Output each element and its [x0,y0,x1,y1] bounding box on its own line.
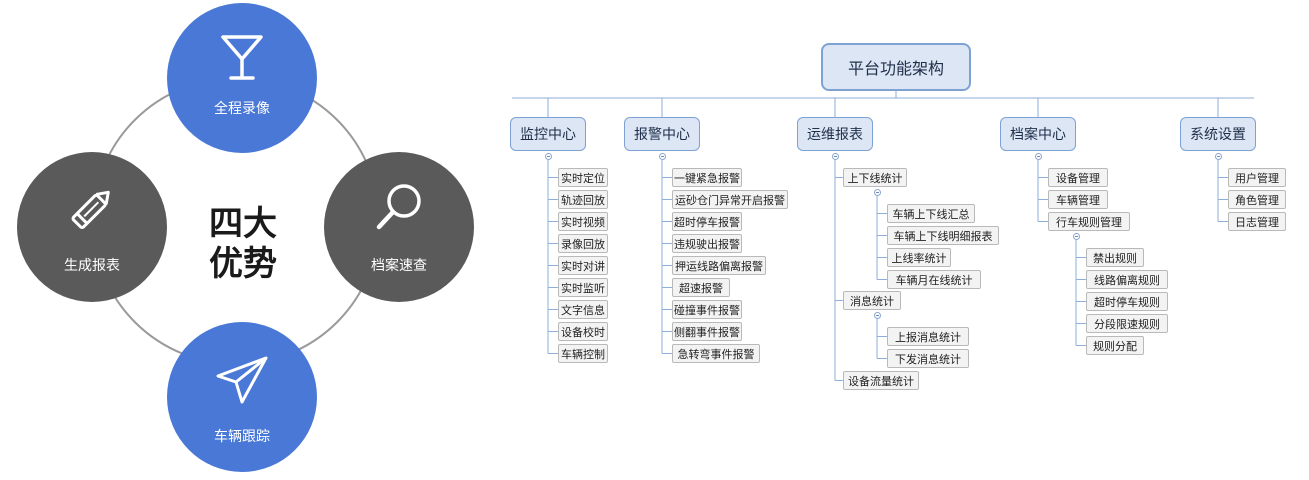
leaf-node: 超时停车报警 [672,212,742,231]
leaf-node: 设备校时 [558,322,608,341]
leaf-node: 用户管理 [1228,168,1286,187]
leaf-node: 规则分配 [1086,336,1144,355]
root-node: 平台功能架构 [821,43,971,91]
leaf-node: 实时视频 [558,212,608,231]
leaf-node: 设备流量统计 [843,371,919,390]
leaf-node: 轨迹回放 [558,190,608,209]
cycle-item-label: 生成报表 [64,258,120,274]
leaf-node: 车辆管理 [1048,190,1108,209]
collapse-toggle-icon[interactable] [1072,232,1080,240]
leaf-node: 押运线路偏离报警 [672,256,766,275]
branch-node: 运维报表 [797,117,873,151]
pencil-icon [71,190,110,230]
leaf-node: 录像回放 [558,234,608,253]
collapse-toggle-icon[interactable] [873,188,881,196]
leaf-node: 实时定位 [558,168,608,187]
cycle-item-archive: 档案速查 [324,152,474,302]
goblet-icon [221,35,263,80]
cycle-center-title: 四大 优势 [209,204,277,284]
leaf-node: 上线率统计 [887,248,951,267]
leaf-node: 超时停车规则 [1086,292,1168,311]
leaf-node: 角色管理 [1228,190,1286,209]
branch-node: 监控中心 [510,117,586,151]
cycle-item-label: 档案速查 [371,258,427,274]
paper-plane-icon [216,356,268,404]
leaf-node: 上下线统计 [843,168,907,187]
cycle-item-label: 全程录像 [214,101,270,117]
leaf-node: 侧翻事件报警 [672,322,742,341]
leaf-node: 车辆上下线汇总 [887,204,975,223]
cycle-item-recording: 全程录像 [167,3,317,153]
leaf-node: 消息统计 [843,291,901,310]
leaf-node: 分段限速规则 [1086,314,1168,333]
leaf-node: 车辆月在线统计 [887,270,981,289]
leaf-node: 行车规则管理 [1048,212,1130,231]
collapse-toggle-icon[interactable] [1034,152,1042,160]
leaf-node: 下发消息统计 [887,349,969,368]
leaf-node: 文字信息 [558,300,608,319]
leaf-node: 车辆控制 [558,344,608,363]
branch-node: 系统设置 [1180,117,1256,151]
leaf-node: 禁出规则 [1086,248,1144,267]
leaf-node: 超速报警 [672,278,730,297]
leaf-node: 碰撞事件报警 [672,300,742,319]
leaf-node: 车辆上下线明细报表 [887,226,999,245]
collapse-toggle-icon[interactable] [658,152,666,160]
branch-node: 档案中心 [1000,117,1076,151]
leaf-node: 线路偏离规则 [1086,270,1168,289]
leaf-node: 违规驶出报警 [672,234,742,253]
leaf-node: 实时对讲 [558,256,608,275]
cycle-item-label: 车辆跟踪 [214,429,270,445]
branch-node: 报警中心 [624,117,700,151]
leaf-node: 上报消息统计 [887,327,969,346]
collapse-toggle-icon[interactable] [1214,152,1222,160]
cycle-item-tracking: 车辆跟踪 [167,322,317,472]
leaf-node: 日志管理 [1228,212,1286,231]
collapse-toggle-icon[interactable] [831,152,839,160]
leaf-node: 一键紧急报警 [672,168,742,187]
leaf-node: 急转弯事件报警 [672,344,760,363]
cycle-item-report: 生成报表 [17,152,167,302]
leaf-node: 设备管理 [1048,168,1108,187]
magnifier-icon [376,184,421,230]
leaf-node: 运砂仓门异常开启报警 [672,190,788,209]
collapse-toggle-icon[interactable] [544,152,552,160]
collapse-toggle-icon[interactable] [873,311,881,319]
leaf-node: 实时监听 [558,278,608,297]
